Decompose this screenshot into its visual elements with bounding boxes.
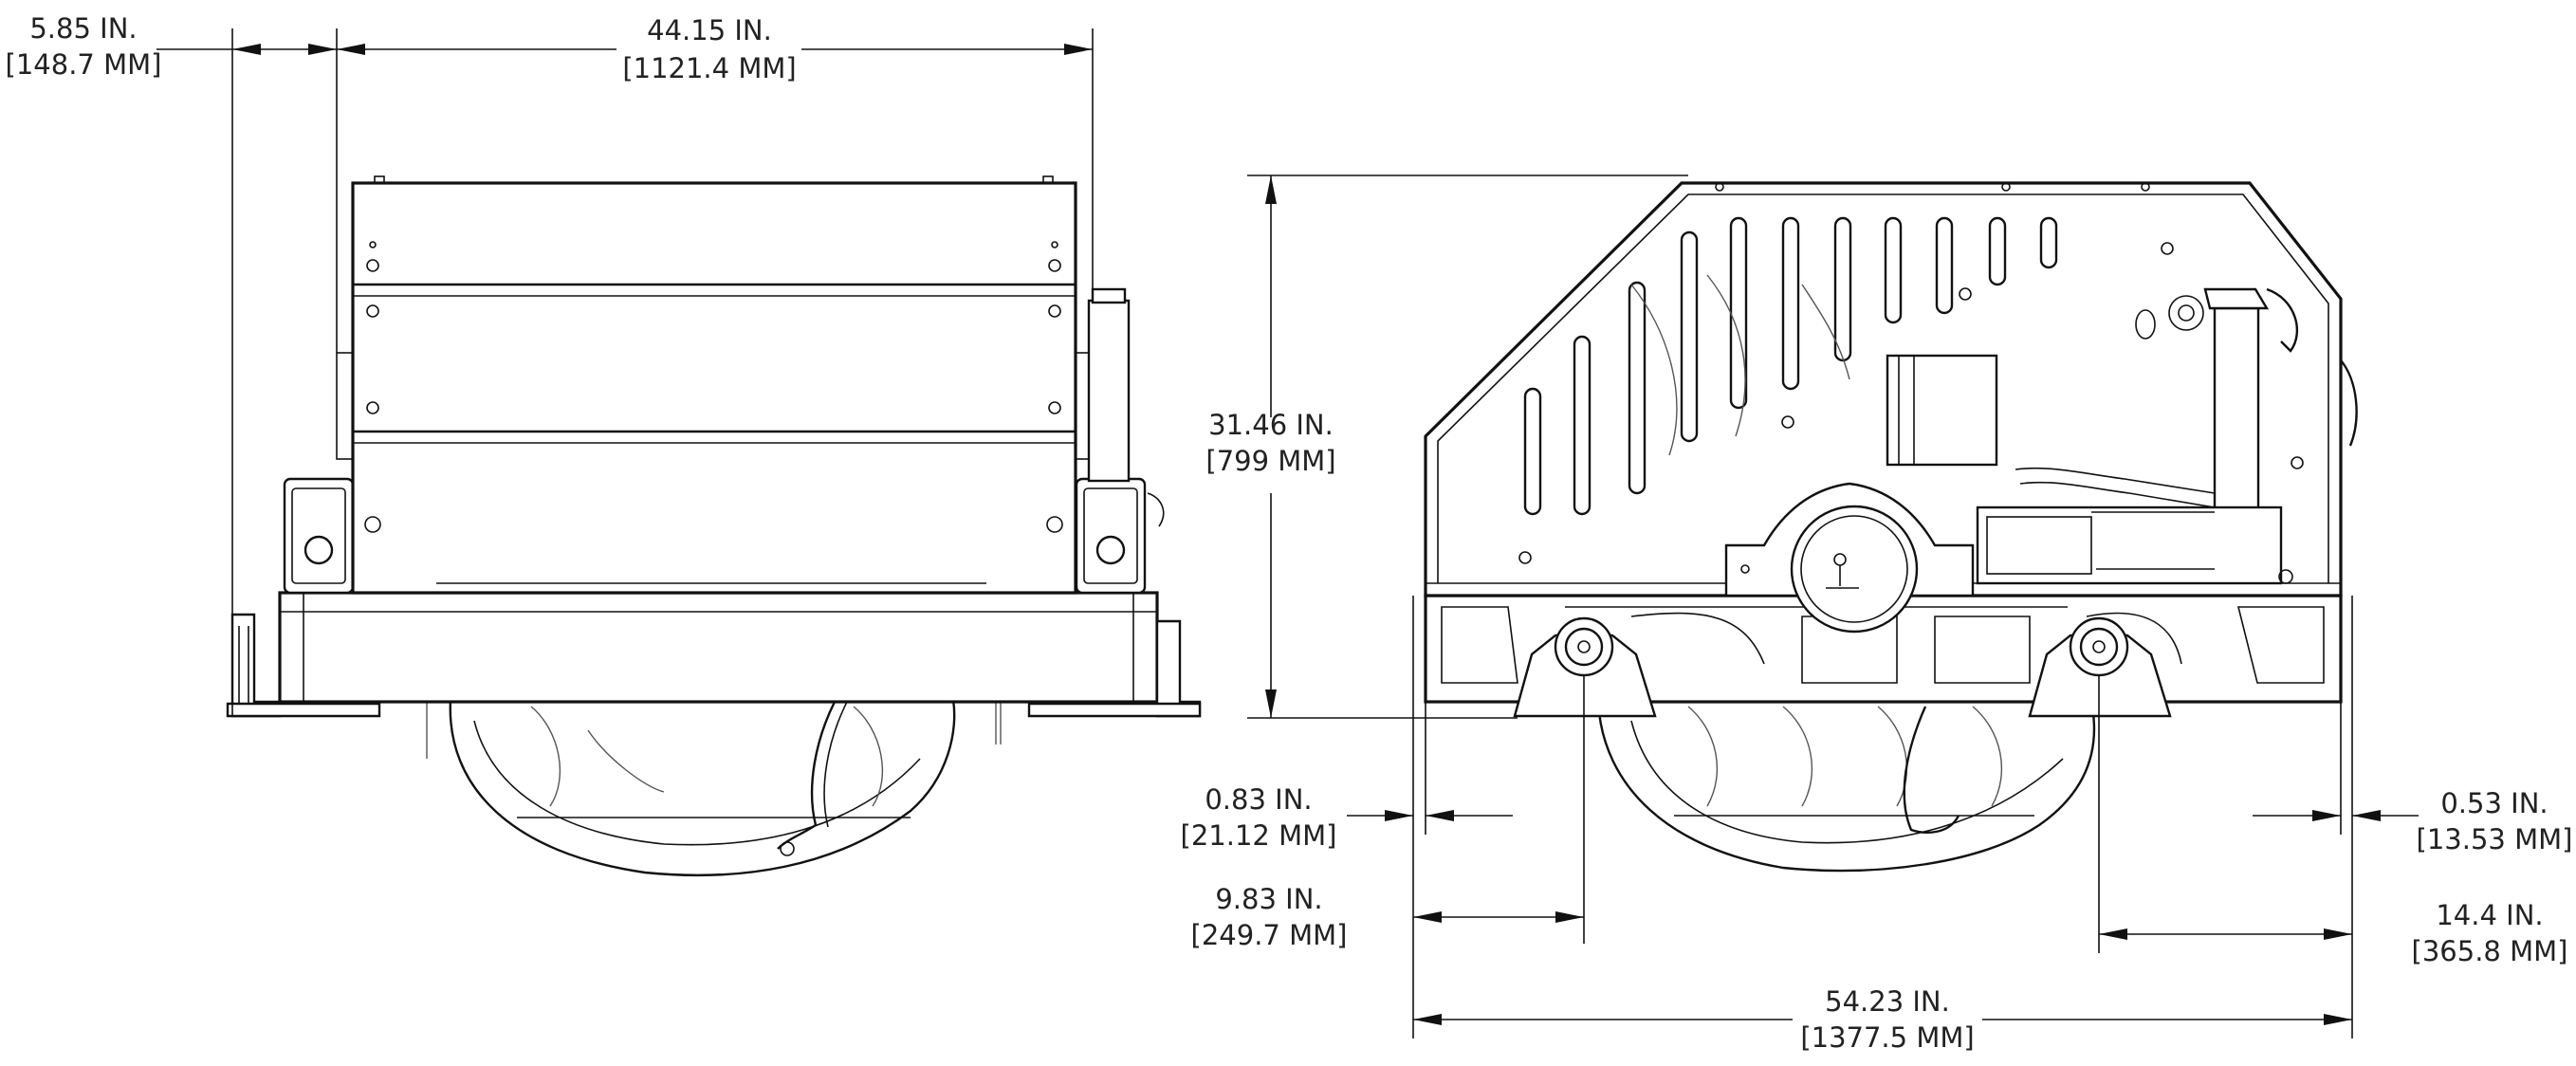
dim-right-overhang-in: 0.53 IN. [2440, 787, 2548, 819]
dim-right-axle-mm: [365.8 MM] [2412, 935, 2568, 967]
dim-height-in: 31.46 IN. [1208, 409, 1334, 441]
dim-width-offset-mm: [148.7 MM] [6, 48, 162, 81]
dim-overall-length-mm: [1377.5 MM] [1800, 1021, 1974, 1054]
dim-right-overhang-mm: [13.53 MM] [2417, 823, 2573, 855]
dim-left-overhang-mm: [21.12 MM] [1181, 819, 1337, 852]
front-view [226, 175, 1202, 877]
dimension-lines [156, 28, 2419, 1038]
dim-right-axle-in: 14.4 IN. [2436, 899, 2543, 931]
side-view [1424, 181, 2358, 873]
dimension-arrows [232, 44, 2381, 1025]
dim-left-axle-mm: [249.7 MM] [1191, 919, 1348, 951]
dim-width-offset-in: 5.85 IN. [29, 12, 137, 45]
dim-left-overhang-in: 0.83 IN. [1205, 783, 1312, 816]
dim-overall-length-in: 54.23 IN. [1825, 985, 1950, 1018]
dim-front-width-in: 44.15 IN. [647, 14, 772, 46]
dim-left-axle-in: 9.83 IN. [1215, 883, 1322, 915]
dim-height-mm: [799 MM] [1205, 445, 1335, 477]
dimension-labels: 5.85 IN. [148.7 MM] 44.15 IN. [1121.4 MM… [6, 12, 2573, 1054]
dim-front-width-mm: [1121.4 MM] [622, 52, 796, 84]
